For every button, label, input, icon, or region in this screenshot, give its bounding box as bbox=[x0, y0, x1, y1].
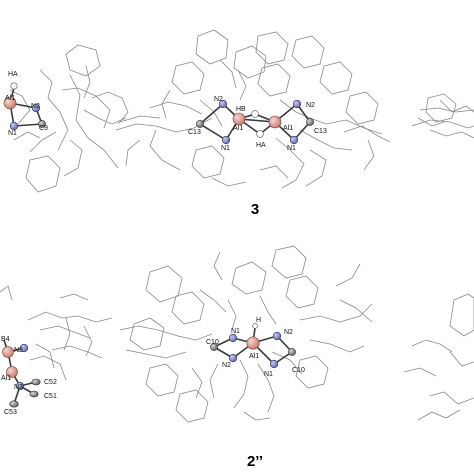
label-n3: N3 bbox=[14, 384, 23, 391]
atom-c51 bbox=[29, 390, 39, 398]
caption-compound-3: 3 bbox=[251, 201, 259, 218]
label-n2-right: N2 bbox=[284, 329, 293, 336]
atom-n2-right bbox=[272, 331, 282, 341]
label-al1-right: Al1 bbox=[283, 125, 293, 132]
atom-n3 bbox=[15, 381, 25, 391]
atom-n1 bbox=[9, 121, 19, 131]
label-c52: C52 bbox=[44, 379, 57, 386]
atom-n2 bbox=[19, 343, 29, 353]
atom-al1-right bbox=[268, 115, 282, 129]
panel-bottom-right-wireframe bbox=[403, 293, 474, 421]
label-n1-right: N1 bbox=[287, 145, 296, 152]
panel-top-right-wireframe bbox=[411, 93, 474, 139]
label-c13-right: C13 bbox=[314, 128, 327, 135]
atom-ha bbox=[10, 82, 18, 90]
label-n2-left: N2 bbox=[222, 362, 231, 369]
label-al1: Al1 bbox=[249, 353, 259, 360]
label-n1-left: N1 bbox=[231, 328, 240, 335]
label-al1-left: Al1 bbox=[233, 125, 243, 132]
atom-c52 bbox=[31, 378, 41, 386]
label-c51: C51 bbox=[44, 393, 57, 400]
wireframe-bottom-left bbox=[0, 285, 113, 381]
label-c53: C53 bbox=[4, 409, 17, 416]
label-hb: HB bbox=[236, 106, 246, 113]
atom-c13-right bbox=[306, 118, 314, 126]
atom-n1-left bbox=[221, 135, 231, 145]
atom-c10-left bbox=[210, 343, 218, 351]
atom-c13-left bbox=[196, 120, 204, 128]
atom-al1 bbox=[246, 336, 260, 350]
label-n2-left: N2 bbox=[214, 96, 223, 103]
label-ha: HA bbox=[8, 71, 18, 78]
atom-n2-left bbox=[218, 99, 228, 109]
atom-b4 bbox=[2, 346, 14, 358]
label-n1-left: N1 bbox=[221, 145, 230, 152]
atom-c9 bbox=[38, 120, 46, 128]
label-n2-right: N2 bbox=[306, 102, 315, 109]
label-c13-left: C13 bbox=[188, 129, 201, 136]
label-c10-right: C10 bbox=[292, 367, 305, 374]
wireframe-bottom-center bbox=[119, 245, 373, 423]
atom-al1 bbox=[3, 96, 17, 110]
panel-top-center: N2 HB Al1 C13 N1 HA Al1 N2 C13 N1 3 bbox=[115, 29, 391, 218]
label-h: H bbox=[256, 317, 261, 324]
atom-al1-left bbox=[232, 112, 246, 126]
atom-al1 bbox=[6, 366, 18, 378]
atom-n2 bbox=[31, 103, 41, 113]
label-ha-center: HA bbox=[256, 142, 266, 149]
wireframe-top-left bbox=[9, 44, 129, 193]
bonds-top-center bbox=[199, 103, 311, 141]
atom-hb bbox=[251, 110, 259, 118]
label-c9: C9 bbox=[39, 125, 48, 132]
atom-h bbox=[252, 323, 258, 329]
label-n1-right: N1 bbox=[264, 371, 273, 378]
label-al1: Al1 bbox=[5, 95, 15, 102]
atom-n2-right bbox=[292, 99, 302, 109]
atom-n1-right bbox=[269, 359, 279, 369]
label-n1: N1 bbox=[8, 130, 17, 137]
atom-c53 bbox=[9, 400, 19, 408]
label-n2: N2 bbox=[14, 347, 23, 354]
panel-bottom-center: H N1 C10 N2 Al1 N2 N1 C10 2’’ bbox=[119, 245, 373, 470]
caption-compound-2pp: 2’’ bbox=[247, 453, 263, 470]
label-b4: B4 bbox=[1, 336, 10, 343]
panel-bottom-left: B4 N2 Al1 N3 C52 C51 C53 bbox=[0, 285, 113, 416]
label-c10-left: C10 bbox=[206, 339, 219, 346]
atom-n1-right bbox=[289, 135, 299, 145]
atom-ha bbox=[256, 130, 264, 138]
wireframe-top-center bbox=[115, 29, 391, 189]
atom-n1-left bbox=[228, 333, 238, 343]
atom-c10-right bbox=[288, 348, 296, 356]
label-n2: N2 bbox=[31, 103, 40, 110]
atom-n2-left bbox=[228, 353, 238, 363]
panel-top-left: HA Al1 N2 N1 C9 bbox=[3, 44, 129, 193]
label-al1: Al1 bbox=[1, 375, 11, 382]
